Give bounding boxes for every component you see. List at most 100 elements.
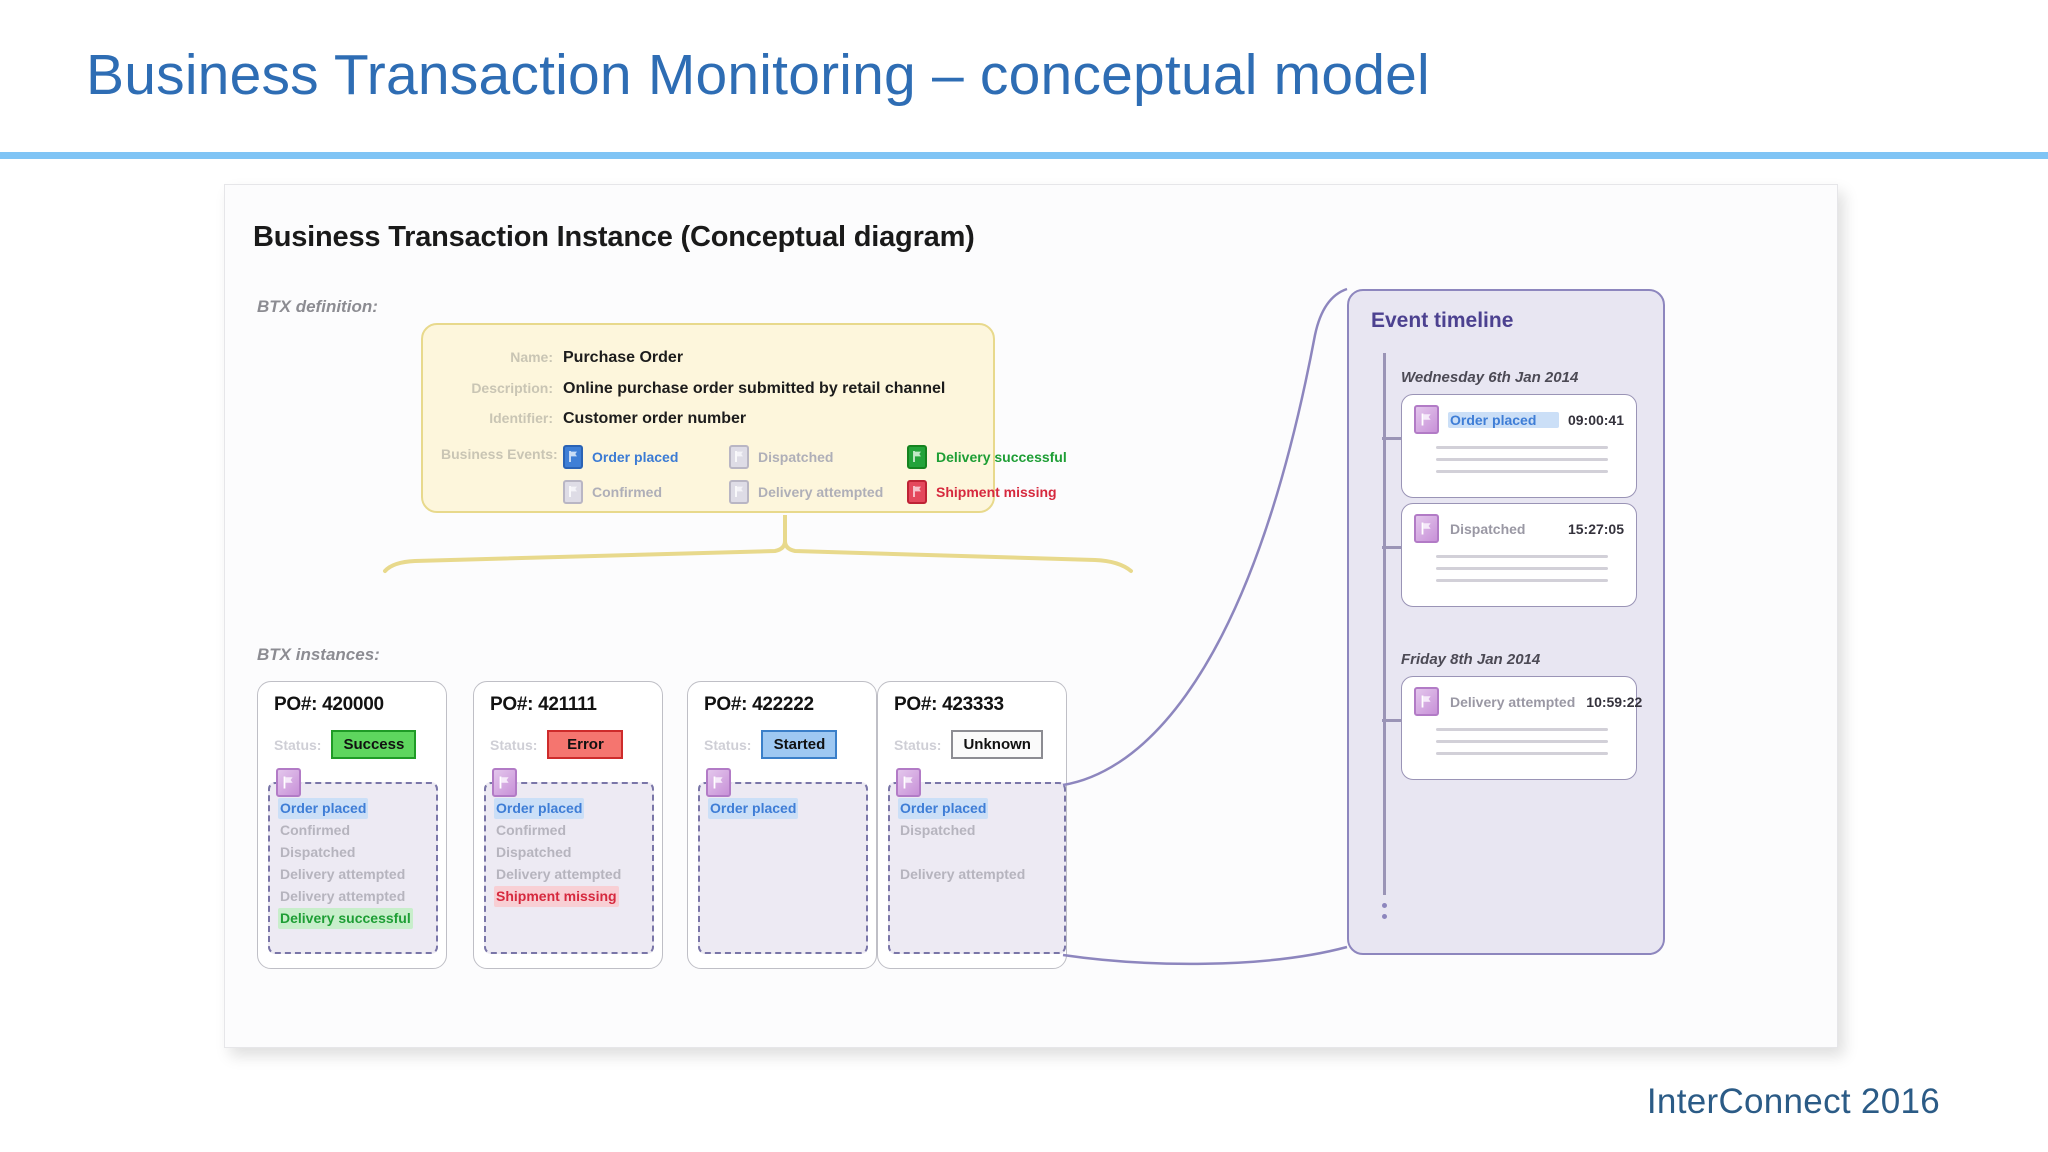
list-item: Order placed xyxy=(494,798,585,819)
event-flag-icon xyxy=(563,444,583,469)
list-item: Order placed xyxy=(898,798,989,819)
business-event-dispatched[interactable]: Dispatched xyxy=(729,444,907,469)
business-event-confirmed[interactable]: Confirmed xyxy=(563,479,729,504)
event-flag-icon xyxy=(729,479,749,504)
field-label-identifier: Identifier: xyxy=(489,410,553,426)
status-row: Status: Success xyxy=(274,730,417,759)
event-timeline-title: Event timeline xyxy=(1371,309,1514,332)
list-item: Delivery successful xyxy=(278,908,413,929)
event-flag-icon xyxy=(907,479,927,504)
event-sequence-list: Order placed Confirmed Dispatched Delive… xyxy=(484,782,654,954)
business-event-label: Shipment missing xyxy=(936,483,1057,500)
timeline-event-header: Delivery attempted 10:59:22 xyxy=(1414,687,1642,716)
btx-instance-card[interactable]: PO#: 420000 Status: Success Order placed… xyxy=(257,681,447,969)
timeline-event-header: Order placed 09:00:41 xyxy=(1414,405,1624,434)
definition-field-identifier: Identifier: Customer order number xyxy=(441,410,746,428)
po-number: PO#: 423333 xyxy=(894,694,1004,715)
timeline-event-name: Dispatched xyxy=(1450,520,1526,537)
event-sequence-list: Order placed Dispatched Delivery attempt… xyxy=(888,782,1066,954)
list-item: Confirmed xyxy=(496,822,566,838)
timeline-event-time: 10:59:22 xyxy=(1586,693,1643,710)
timeline-event-name: Delivery attempted xyxy=(1450,693,1576,710)
event-flag-icon xyxy=(896,768,921,797)
event-flag-icon xyxy=(1414,405,1439,434)
business-event-label: Order placed xyxy=(592,448,679,465)
btx-instance-card[interactable]: PO#: 423333 Status: Unknown Order placed… xyxy=(877,681,1067,969)
timeline-detail-placeholder xyxy=(1414,555,1624,582)
list-item: Dispatched xyxy=(900,822,976,838)
list-item: Shipment missing xyxy=(494,886,619,907)
field-label-description: Description: xyxy=(471,380,553,396)
btx-definition-box: Name: Purchase Order Description: Online… xyxy=(421,323,1067,513)
btx-definition-label: BTX definition: xyxy=(257,297,378,316)
business-event-shipment-missing[interactable]: Shipment missing xyxy=(907,479,1067,504)
event-flag-icon xyxy=(729,444,749,469)
diagram-panel: Business Transaction Instance (Conceptua… xyxy=(224,184,1838,1048)
field-value-name: Purchase Order xyxy=(563,349,684,366)
business-event-label: Delivery successful xyxy=(936,448,1067,465)
timeline-event-header: Dispatched 15:27:05 xyxy=(1414,514,1624,543)
po-number: PO#: 422222 xyxy=(704,694,814,715)
field-value-identifier: Customer order number xyxy=(563,410,747,427)
timeline-event-card[interactable]: Delivery attempted 10:59:22 xyxy=(1382,676,1642,780)
field-label-name: Name: xyxy=(510,349,553,365)
status-label: Status: xyxy=(490,736,538,753)
timeline-detail-placeholder xyxy=(1414,446,1624,473)
timeline-more-indicator xyxy=(1382,903,1387,925)
timeline-event-card[interactable]: Dispatched 15:27:05 xyxy=(1382,503,1637,607)
definition-field-name: Name: Purchase Order xyxy=(441,349,683,367)
po-number: PO#: 420000 xyxy=(274,694,384,715)
status-label: Status: xyxy=(894,736,942,753)
timeline-tick xyxy=(1382,437,1402,440)
business-event-order-placed[interactable]: Order placed xyxy=(563,444,729,469)
timeline-detail-placeholder xyxy=(1414,728,1624,755)
event-flag-icon xyxy=(1414,514,1439,543)
po-number: PO#: 421111 xyxy=(490,694,597,715)
footer-brand: InterConnect 2016 xyxy=(1646,1082,1940,1121)
title-divider xyxy=(0,152,2048,159)
status-label: Status: xyxy=(274,736,322,753)
timeline-tick xyxy=(1382,546,1402,549)
list-item: Order placed xyxy=(278,798,369,819)
status-badge: Unknown xyxy=(951,730,1043,759)
business-event-label: Confirmed xyxy=(592,483,662,500)
btx-instance-card[interactable]: PO#: 421111 Status: Error Order placed C… xyxy=(473,681,663,969)
list-item: Delivery attempted xyxy=(280,866,406,882)
status-row: Status: Unknown xyxy=(894,730,1043,759)
definition-field-description: Description: Online purchase order submi… xyxy=(441,380,945,398)
event-flag-icon xyxy=(1414,687,1439,716)
list-item: Order placed xyxy=(708,798,799,819)
btx-instance-card[interactable]: PO#: 422222 Status: Started Order placed xyxy=(687,681,877,969)
business-event-label: Dispatched xyxy=(758,448,834,465)
event-flag-icon xyxy=(563,479,583,504)
timeline-event-time: 15:27:05 xyxy=(1567,520,1624,537)
event-timeline-panel: Event timeline Wednesday 6th Jan 2014 Or… xyxy=(1347,289,1665,955)
timeline-date: Friday 8th Jan 2014 xyxy=(1401,651,1541,668)
event-sequence-list: Order placed Confirmed Dispatched Delive… xyxy=(268,782,438,954)
timeline-group: Friday 8th Jan 2014 Delivery attempted 1… xyxy=(1382,651,1649,780)
timeline-event-name: Order placed xyxy=(1448,411,1559,428)
btx-instances-label: BTX instances: xyxy=(257,645,380,664)
list-item: Delivery attempted xyxy=(496,866,622,882)
status-badge: Started xyxy=(761,730,838,759)
business-event-delivery-successful[interactable]: Delivery successful xyxy=(907,444,1067,469)
business-events-grid: Order placed Dispatched Delivery success… xyxy=(563,439,1067,509)
brace-connector xyxy=(383,515,1133,573)
event-flag-icon xyxy=(276,768,301,797)
list-item: Dispatched xyxy=(496,844,572,860)
list-item: Dispatched xyxy=(280,844,356,860)
business-events-label: Business Events: xyxy=(441,446,558,462)
field-value-description: Online purchase order submitted by retai… xyxy=(563,380,946,397)
status-row: Status: Started xyxy=(704,730,838,759)
timeline-event-card[interactable]: Order placed 09:00:41 xyxy=(1382,394,1637,498)
page-title: Business Transaction Monitoring – concep… xyxy=(86,43,1430,107)
business-event-delivery-attempted[interactable]: Delivery attempted xyxy=(729,479,907,504)
event-flag-icon xyxy=(907,444,927,469)
status-badge: Error xyxy=(547,730,624,759)
event-sequence-list: Order placed xyxy=(698,782,868,954)
timeline-group: Wednesday 6th Jan 2014 Order placed 09:0… xyxy=(1382,369,1649,498)
timeline-group: Dispatched 15:27:05 xyxy=(1382,503,1649,607)
list-item: Delivery attempted xyxy=(900,866,1026,882)
list-item: Confirmed xyxy=(280,822,350,838)
